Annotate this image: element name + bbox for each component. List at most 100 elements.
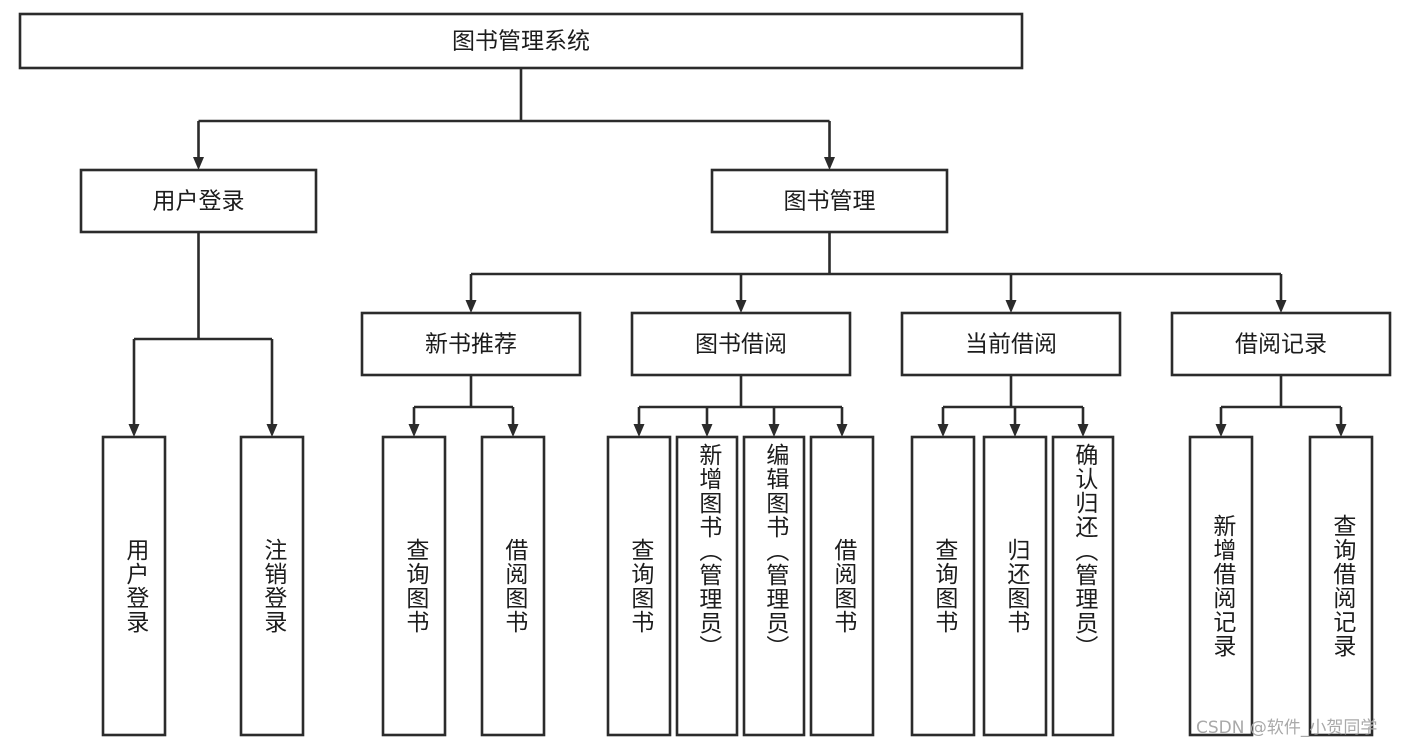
edge-group-l3-current [937,375,1089,437]
node-label: 当前借阅 [965,332,1057,358]
arrow-head-icon [1335,424,1347,437]
arrow-head-icon [507,424,519,437]
node-label: 查询图书 [401,538,428,634]
arrow-head-icon [937,424,949,437]
node-label-wrap: 归还图书 [1003,538,1029,634]
arrow-head-icon [193,157,204,170]
node-box [675,435,739,737]
node-label: 用户登录 [121,538,148,634]
node-l4-c1[interactable]: 查询图书 [606,435,672,737]
node-l4-d3[interactable]: 确认归还（管理员） [1051,435,1115,737]
edge-group-l2-book [465,232,1287,313]
node-label: 新增借阅记录 [1208,514,1235,658]
node-label: 确认归还（管理员） [1070,443,1097,659]
node-label-wrap: 查询图书 [626,538,653,634]
node-box [809,435,875,737]
arrow-head-icon [408,424,420,437]
node-l4-d1[interactable]: 查询图书 [910,435,976,737]
node-label: 查询借阅记录 [1328,514,1355,658]
node-label-wrap: 查询借阅记录 [1328,514,1355,658]
arrow-head-icon [1009,424,1021,437]
arrow-head-icon [768,424,780,437]
node-l4-a2[interactable]: 注销登录 [239,435,305,737]
node-box [79,168,318,234]
node-box [1308,435,1374,737]
node-box [239,435,305,737]
edge-group-l3-borrow [633,375,848,437]
node-box [381,435,447,737]
node-label: 借阅图书 [829,538,856,634]
arrow-head-icon [128,424,140,437]
node-l2-user[interactable]: 用户登录 [79,168,318,234]
node-label: 编辑图书（管理员） [761,443,788,659]
node-label: 查询图书 [626,538,653,634]
node-l3-record[interactable]: 借阅记录 [1170,311,1392,377]
node-l3-borrow[interactable]: 图书借阅 [630,311,852,377]
node-box [606,435,672,737]
edge-group-l3-newbook [408,375,519,437]
node-l4-d2[interactable]: 归还图书 [982,435,1048,737]
node-box [360,311,582,377]
node-label-wrap: 新增借阅记录 [1208,514,1235,658]
arrow-head-icon [836,424,848,437]
node-l4-a1[interactable]: 用户登录 [101,435,167,737]
node-box [1188,435,1254,737]
node-box [1170,311,1392,377]
node-label-wrap: 借阅图书 [500,538,527,634]
node-label-wrap: 编辑图书（管理员） [761,443,788,659]
node-label: 用户登录 [153,189,245,215]
edge-layer [128,68,1347,437]
edge-group-l2-user [128,232,278,437]
arrow-head-icon [1275,300,1287,313]
node-label: 新增图书（管理员） [694,443,721,659]
arrow-head-icon [1077,424,1089,437]
node-box [710,168,949,234]
node-label: 新书推荐 [425,332,517,358]
node-label-wrap: 查询图书 [930,538,957,634]
node-l4-c3[interactable]: 编辑图书（管理员） [742,435,806,737]
node-box [18,12,1024,70]
node-l4-e2[interactable]: 查询借阅记录 [1308,435,1374,737]
arrow-head-icon [1005,300,1017,313]
node-l4-e1[interactable]: 新增借阅记录 [1188,435,1254,737]
node-label-wrap: 查询图书 [401,538,428,634]
node-box [982,435,1048,737]
node-l4-c4[interactable]: 借阅图书 [809,435,875,737]
node-box [900,311,1122,377]
node-label-wrap: 新增图书（管理员） [694,443,721,659]
node-l4-c2[interactable]: 新增图书（管理员） [675,435,739,737]
node-l2-book[interactable]: 图书管理 [710,168,949,234]
edge-group-root [193,68,835,170]
arrow-head-icon [824,157,835,170]
node-label: 图书借阅 [695,332,787,358]
node-layer: 图书管理系统用户登录图书管理新书推荐图书借阅当前借阅借阅记录用户登录注销登录查询… [18,12,1392,737]
node-label: 注销登录 [259,538,286,634]
arrow-head-icon [633,424,645,437]
node-box [910,435,976,737]
edge-group-l3-record [1215,375,1347,437]
node-label-wrap: 确认归还（管理员） [1070,443,1097,659]
node-l4-b2[interactable]: 借阅图书 [480,435,546,737]
node-root[interactable]: 图书管理系统 [18,12,1024,70]
node-label-wrap: 用户登录 [121,538,148,634]
arrow-head-icon [735,300,747,313]
node-label: 图书管理 [784,189,876,215]
node-box [1051,435,1115,737]
node-box [630,311,852,377]
node-box [101,435,167,737]
node-l4-b1[interactable]: 查询图书 [381,435,447,737]
arrow-head-icon [701,424,713,437]
arrow-head-icon [465,300,477,313]
node-label: 图书管理系统 [452,29,590,55]
node-label: 借阅图书 [500,538,527,634]
node-box [480,435,546,737]
arrow-head-icon [1215,424,1227,437]
node-label: 借阅记录 [1235,332,1327,358]
node-label-wrap: 借阅图书 [829,538,856,634]
node-l3-newbook[interactable]: 新书推荐 [360,311,582,377]
node-box [742,435,806,737]
node-label: 查询图书 [930,538,957,634]
node-l3-current[interactable]: 当前借阅 [900,311,1122,377]
node-label-wrap: 注销登录 [259,538,286,634]
